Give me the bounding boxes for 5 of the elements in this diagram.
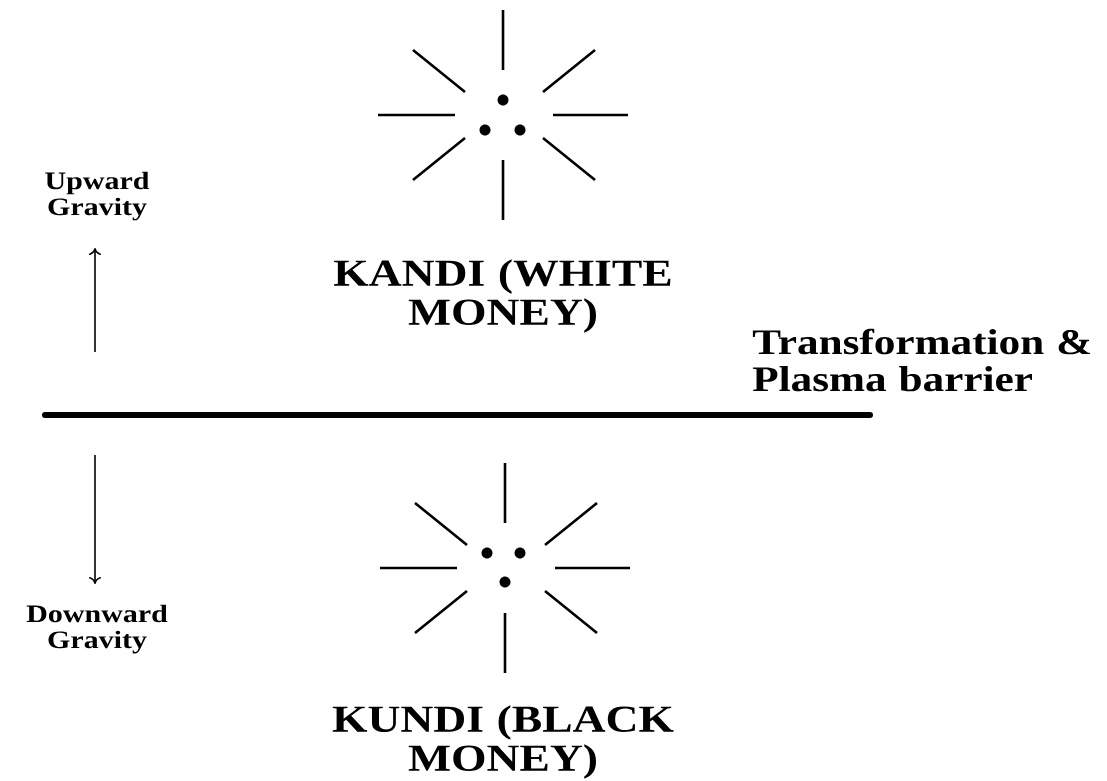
label: Transformation & Plasma barrier <box>752 328 1091 392</box>
label: Downward Gravity <box>26 604 168 654</box>
label: Upward Gravity <box>45 171 150 221</box>
label: KANDI (WHITE MONEY) <box>334 259 671 333</box>
label: KUNDI (BLACK MONEY) <box>332 705 674 779</box>
